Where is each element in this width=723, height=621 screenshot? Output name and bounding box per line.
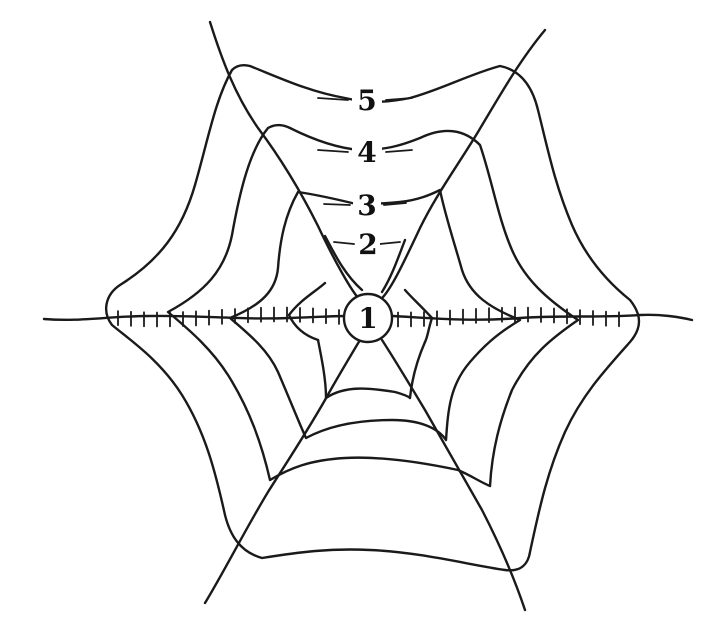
- spoke-upper-right: [378, 28, 547, 302]
- label-5-leader-right: [385, 97, 413, 101]
- label-3-leader-right: [383, 202, 407, 206]
- ring-3: [228, 188, 522, 442]
- label-ring-3: 3: [357, 189, 376, 222]
- label-4-leader-right: [385, 149, 413, 153]
- label-2-leader-left: [333, 241, 355, 245]
- center-circle: [342, 292, 394, 344]
- ring-2-sides: [287, 313, 434, 344]
- stitch-marks: [117, 306, 620, 328]
- ring-5: [104, 64, 641, 572]
- horizontal-axis-line: [42, 313, 694, 322]
- label-ring-2: 2: [358, 228, 377, 261]
- label-5-leader-left: [317, 97, 349, 101]
- spoke-lower-left: [203, 338, 362, 605]
- label-2-leader-right: [379, 241, 401, 245]
- label-3-leader-left: [323, 203, 351, 206]
- spoke-lower-right: [380, 338, 527, 612]
- label-4-leader-left: [317, 149, 349, 153]
- ring-2: [287, 234, 434, 400]
- label-center-1: 1: [358, 302, 377, 335]
- ring-4: [166, 123, 580, 488]
- label-ring-4: 4: [357, 136, 376, 169]
- label-ring-5: 5: [357, 84, 376, 117]
